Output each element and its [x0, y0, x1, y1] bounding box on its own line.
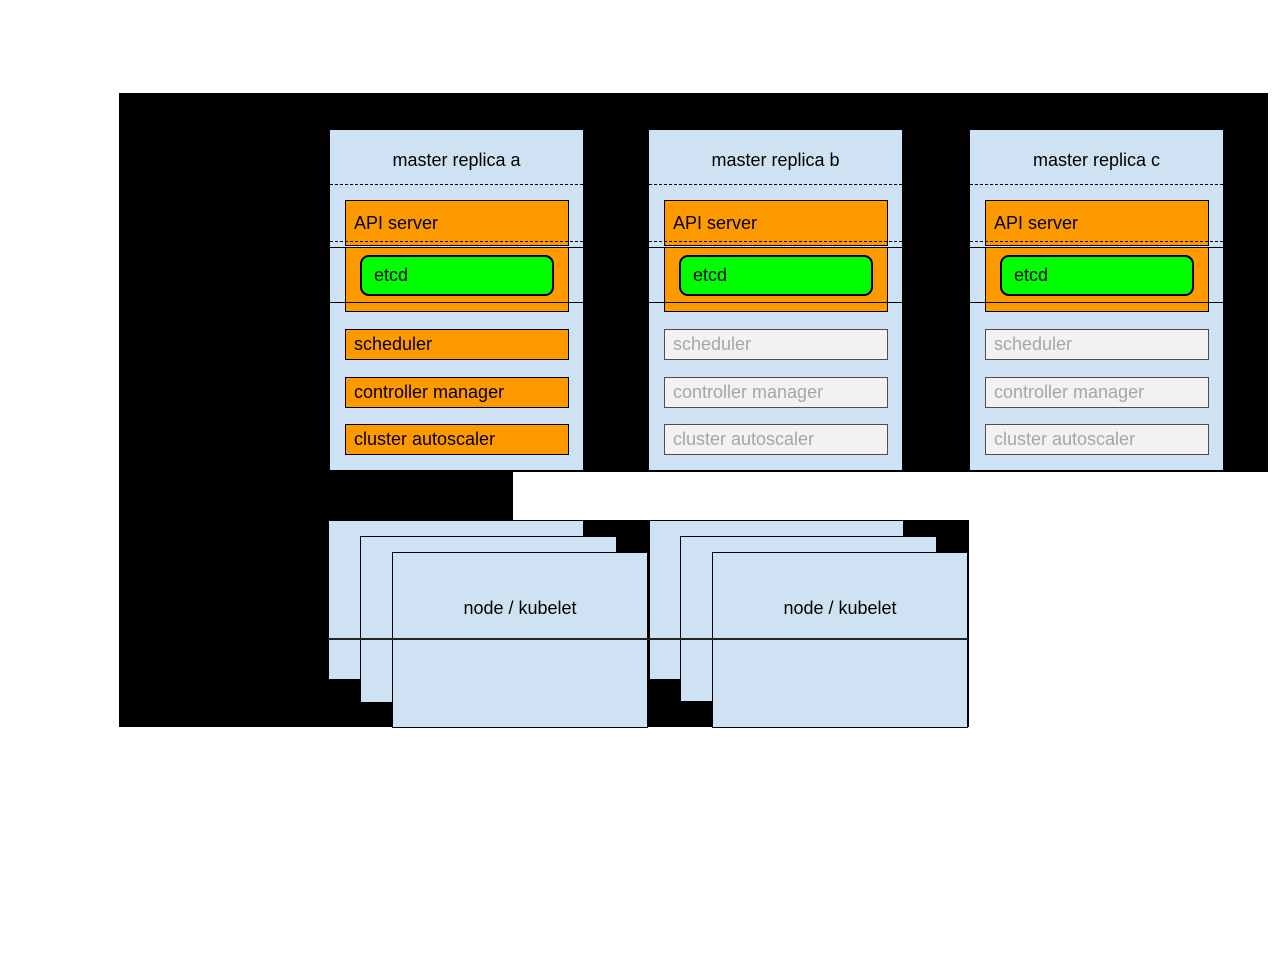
cluster-autoscaler-box-inactive: cluster autoscaler	[664, 424, 888, 455]
api-server-box: API server	[985, 200, 1209, 246]
master-replica-title: master replica b	[711, 149, 840, 170]
scheduler-box-inactive: scheduler	[985, 329, 1209, 360]
black-background-strip	[119, 472, 513, 520]
etcd-container-box: etcd	[664, 247, 888, 312]
master-replica-c-panel: master replica c API server etcd schedul…	[969, 129, 1224, 471]
scheduler-box: scheduler	[345, 329, 569, 360]
api-server-box: API server	[345, 200, 569, 246]
scheduler-box-inactive: scheduler	[664, 329, 888, 360]
master-replica-b-panel: master replica b API server etcd schedul…	[648, 129, 903, 471]
etcd-box: etcd	[679, 255, 873, 296]
etcd-band-bottom-line	[330, 302, 583, 303]
cluster-autoscaler-box-inactive: cluster autoscaler	[985, 424, 1209, 455]
controller-manager-box-inactive: controller manager	[985, 377, 1209, 408]
node-kubelet-label: node / kubelet	[783, 598, 897, 618]
dashed-separator	[330, 184, 583, 185]
etcd-box: etcd	[1000, 255, 1194, 296]
node-box-front: node / kubelet	[712, 552, 968, 728]
etcd-box: etcd	[360, 255, 554, 296]
node-box-front: node / kubelet	[392, 552, 648, 728]
etcd-band-bottom-line	[649, 302, 902, 303]
controller-manager-box-inactive: controller manager	[664, 377, 888, 408]
master-replica-title: master replica c	[1032, 149, 1161, 170]
node-compartment-line	[328, 638, 968, 640]
dashed-separator	[330, 241, 583, 242]
node-kubelet-label: node / kubelet	[463, 598, 577, 618]
api-server-box: API server	[664, 200, 888, 246]
dashed-separator	[649, 184, 902, 185]
master-replica-title: master replica a	[392, 149, 521, 170]
dashed-separator	[970, 184, 1223, 185]
dashed-separator	[970, 241, 1223, 242]
controller-manager-box: controller manager	[345, 377, 569, 408]
etcd-container-box: etcd	[985, 247, 1209, 312]
master-replica-a-panel: master replica a API server etcd schedul…	[329, 129, 584, 471]
cluster-autoscaler-box: cluster autoscaler	[345, 424, 569, 455]
dashed-separator	[649, 241, 902, 242]
etcd-band-bottom-line	[970, 302, 1223, 303]
etcd-container-box: etcd	[345, 247, 569, 312]
